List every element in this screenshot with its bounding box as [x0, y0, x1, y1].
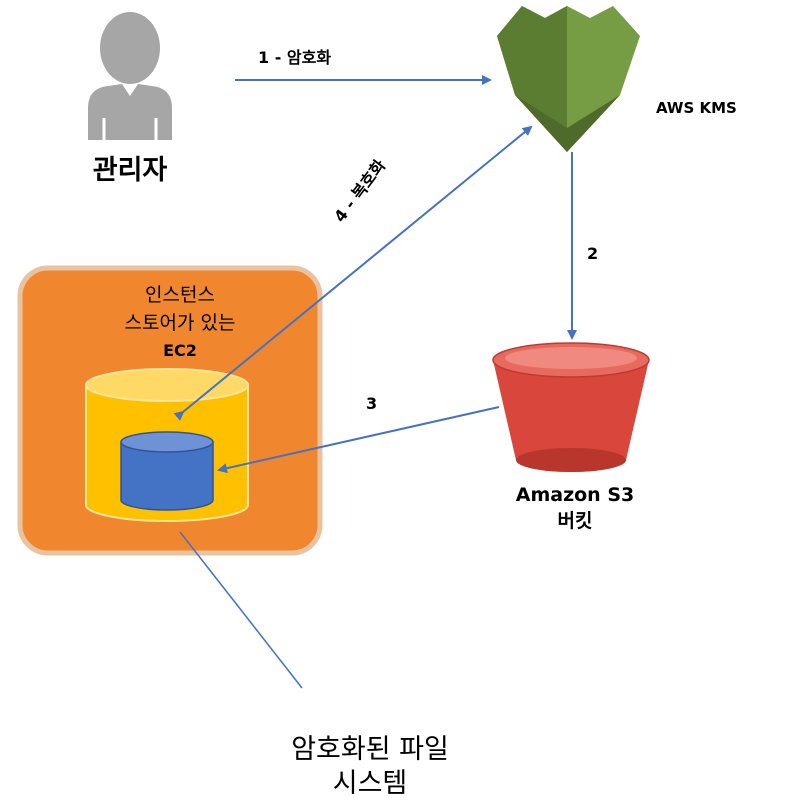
- admin-label: 관리자: [92, 155, 168, 186]
- s3-label-line2: 버킷: [557, 510, 593, 532]
- kms-label: AWS KMS: [656, 99, 737, 117]
- s3-label: Amazon S3 버킷: [470, 482, 680, 534]
- encrypted-filesystem-icon: [120, 431, 214, 511]
- filesystem-label-line1: 암호화된 파일: [291, 734, 449, 765]
- step3-label: 3: [366, 394, 378, 413]
- ec2-label-line1: 인스턴스: [145, 284, 215, 306]
- ec2-label: 인스턴스 스토어가 있는 EC2: [60, 281, 300, 365]
- filesystem-label-line2: 시스템: [332, 768, 408, 799]
- ec2-label-line2: 스토어가 있는: [124, 312, 236, 334]
- ec2-label-line3: EC2: [163, 341, 197, 360]
- step1-label: 1 - 암호화: [258, 48, 332, 67]
- step2-label: 2: [587, 244, 599, 263]
- s3-label-line1: Amazon S3: [515, 484, 635, 506]
- callout-line: [179, 531, 303, 689]
- arrow-step4: [173, 125, 533, 421]
- kms-shield-icon: [497, 6, 640, 152]
- person-icon: [88, 12, 172, 140]
- s3-bucket-icon: [492, 342, 650, 472]
- filesystem-label: 암호화된 파일 시스템: [210, 733, 530, 801]
